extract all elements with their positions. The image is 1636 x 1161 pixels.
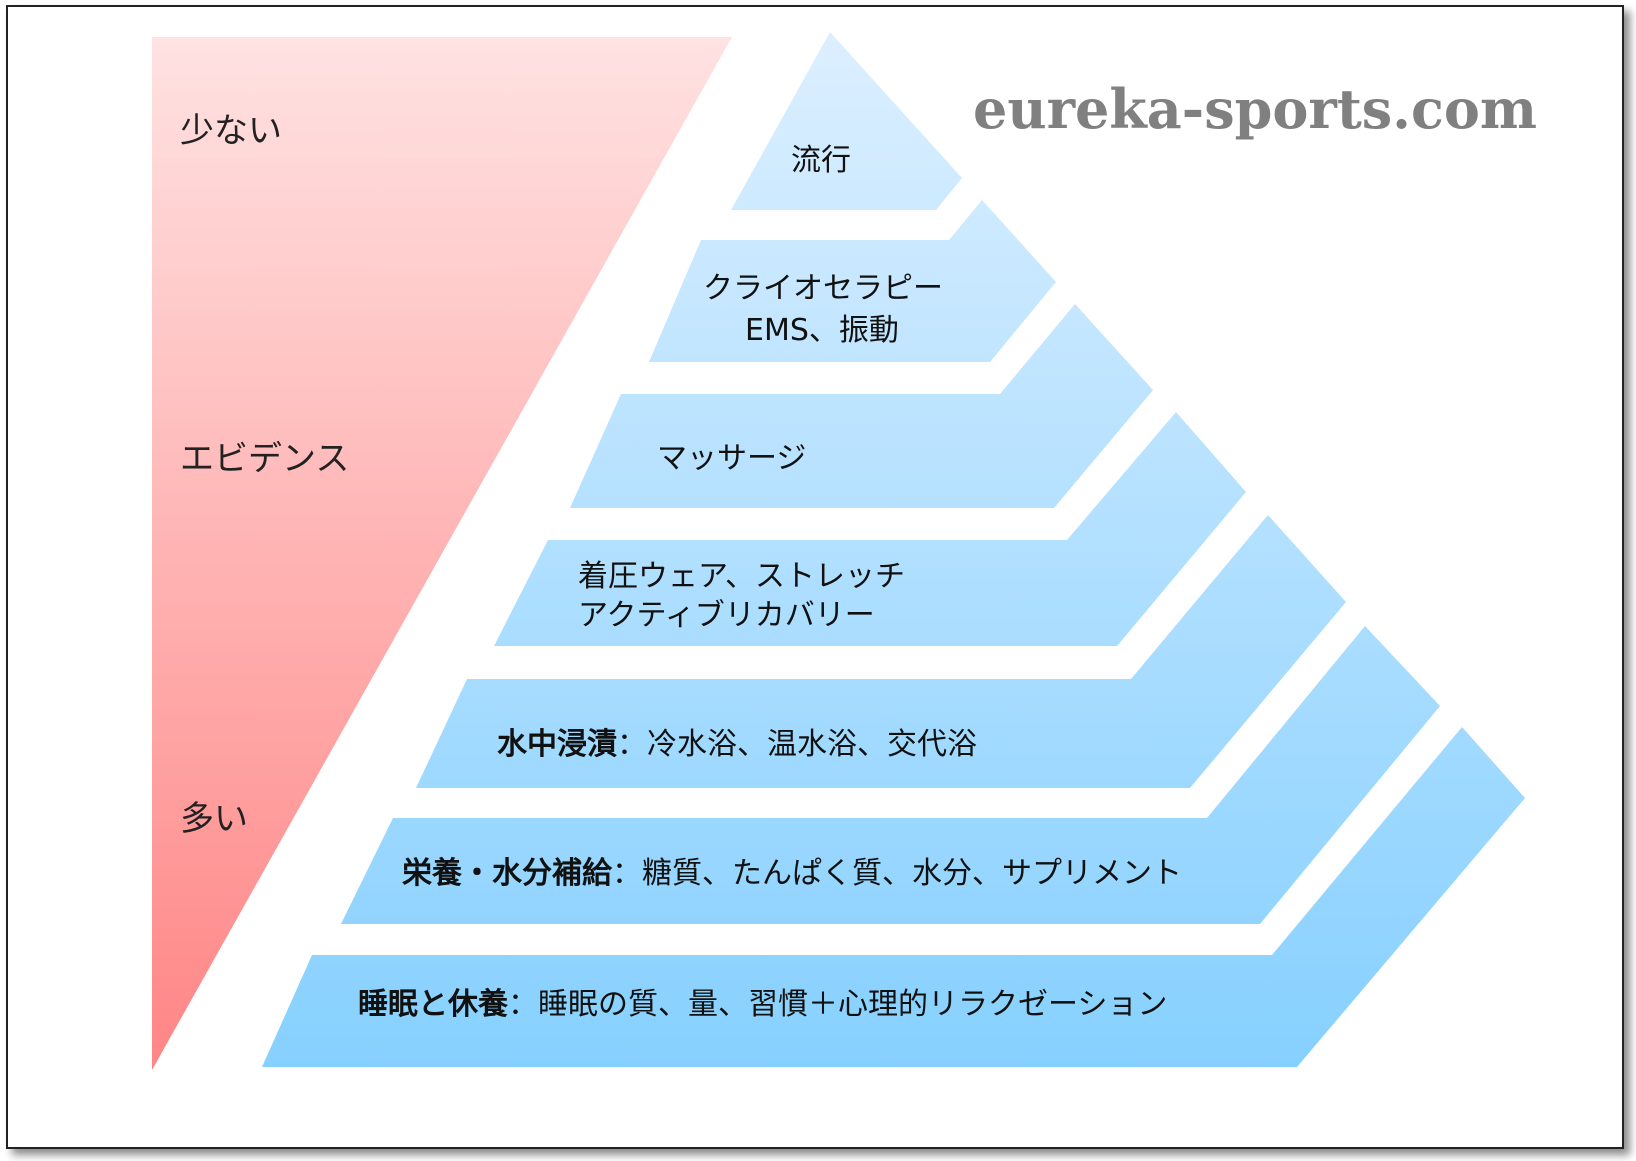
tier-7-text: 睡眠と休養：睡眠の質、量、習慣＋心理的リラクゼーション <box>358 987 1167 1022</box>
pyramid-tier-2 <box>649 200 1056 362</box>
tier-2-text-line-1: クライオセラピー <box>703 271 943 306</box>
evidence-gradient-triangle <box>152 37 732 1070</box>
pyramid-tier-7 <box>262 727 1525 1067</box>
tier-4-text-line-1: 着圧ウェア、ストレッチ <box>578 559 905 594</box>
pyramid-tier-4 <box>494 412 1246 646</box>
tier-6-text: 栄養・水分補給：糖質、たんぱく質、水分、サプリメント <box>402 856 1182 891</box>
tier-3-text: マッサージ <box>657 441 806 476</box>
pyramid-tier-5 <box>416 515 1346 788</box>
tier-1-text: 流行 <box>791 143 851 178</box>
pyramid-tier-6 <box>341 626 1440 924</box>
pyramid-tier-3 <box>570 304 1153 508</box>
evidence-label-few: 少ない <box>180 111 282 151</box>
tier-4-text-line-2: アクティブリカバリー <box>578 598 875 633</box>
evidence-label-title: エビデンス <box>180 439 349 479</box>
watermark-text: eureka-sports.com <box>973 77 1537 141</box>
tier-5-text: 水中浸漬：冷水浴、温水浴、交代浴 <box>497 727 977 762</box>
tier-2-text-line-2: EMS、振動 <box>745 313 899 348</box>
evidence-label-many: 多い <box>180 799 248 839</box>
pyramid-tier-1 <box>731 32 962 210</box>
